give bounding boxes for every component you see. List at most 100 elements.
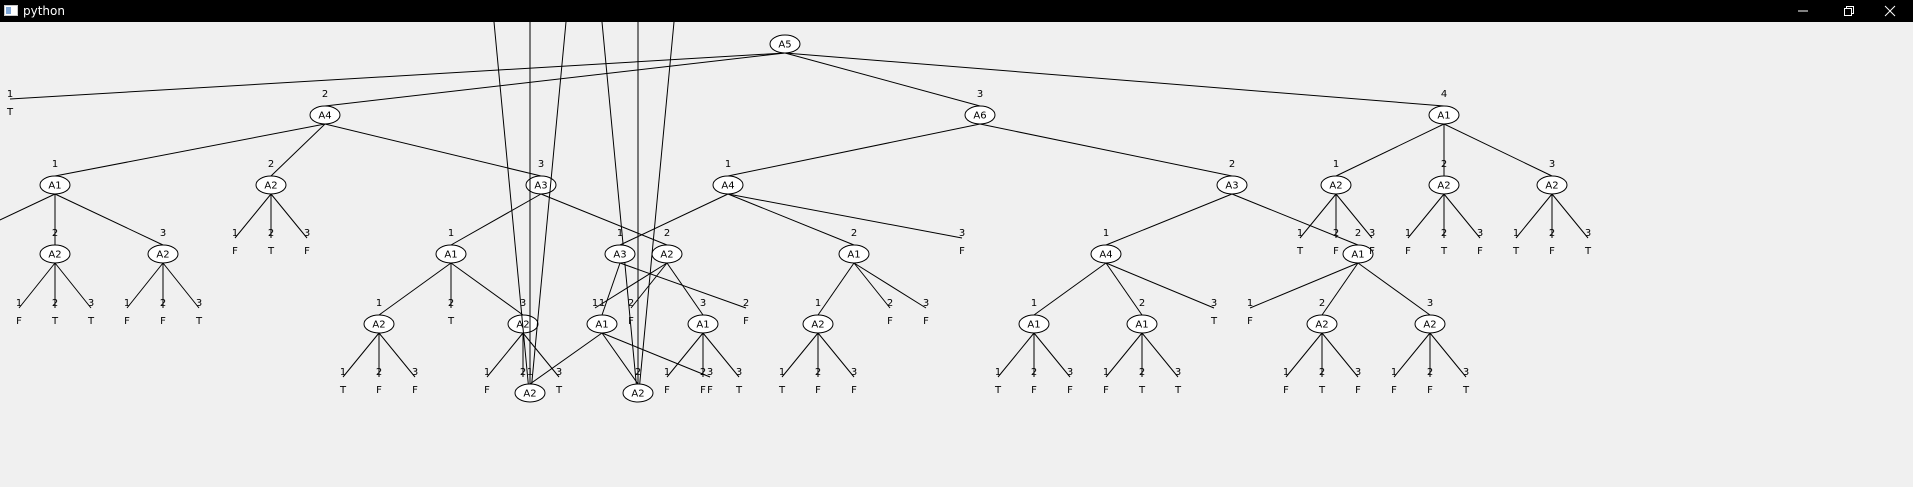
tree-edge xyxy=(54,262,92,309)
tree-node xyxy=(1216,175,1248,195)
node-label: A3 xyxy=(1225,181,1238,192)
tree-node xyxy=(1428,175,1460,195)
edge-label: 2 xyxy=(664,228,670,239)
leaf-value: F xyxy=(700,385,706,396)
leaf-value: F xyxy=(959,246,965,257)
tree-edge xyxy=(1393,332,1431,378)
edge-label: 2 xyxy=(52,298,58,309)
edge-label: 1 xyxy=(725,159,731,170)
edge-label: 1 xyxy=(1391,367,1397,378)
edge-label: 1 xyxy=(599,298,605,309)
tree-edge xyxy=(1357,262,1431,316)
leaf-value: F xyxy=(484,385,490,396)
edge-label: 3 xyxy=(1585,228,1591,239)
edge-label: 2 xyxy=(1355,228,1361,239)
edge-label: 2 xyxy=(1139,298,1145,309)
node-label: A2 xyxy=(1437,181,1450,192)
tree-edge xyxy=(1321,262,1359,316)
leaf-value: F xyxy=(1549,246,1555,257)
edge-label: 2 xyxy=(160,298,166,309)
leaf-value: F xyxy=(707,385,713,396)
tree-node xyxy=(712,175,744,195)
edge-label: 3 xyxy=(304,228,310,239)
edge-label: 3 xyxy=(736,367,742,378)
edge-label: 2 xyxy=(1319,367,1325,378)
leaf-value: F xyxy=(1103,385,1109,396)
leaf-value: F xyxy=(304,246,310,257)
tree-node xyxy=(1306,314,1338,334)
edge-label: 1 xyxy=(340,367,346,378)
node-label: A1 xyxy=(595,320,608,331)
edge-label: 3 xyxy=(959,228,965,239)
leaf-value: F xyxy=(815,385,821,396)
tree-node xyxy=(1414,314,1446,334)
node-label: A2 xyxy=(1423,320,1436,331)
edge-label: 3 xyxy=(1463,367,1469,378)
edge-label: 3 xyxy=(1427,298,1433,309)
tree-edge xyxy=(784,52,1445,107)
close-button[interactable] xyxy=(1867,0,1913,22)
node-label: A2 xyxy=(156,250,169,261)
tree-edge xyxy=(1443,193,1481,239)
node-label: A2 xyxy=(48,250,61,261)
edge-label: 3 xyxy=(412,367,418,378)
node-label: A1 xyxy=(847,250,860,261)
leaf-value: F xyxy=(563,22,569,25)
tree-node xyxy=(255,175,287,195)
leaf-value: F xyxy=(1031,385,1037,396)
tree-edge xyxy=(324,123,542,177)
node-label: A2 xyxy=(1315,320,1328,331)
edge-label: 2 xyxy=(1549,228,1555,239)
edge-label: 1 xyxy=(52,159,58,170)
node-label: A2 xyxy=(1329,181,1342,192)
node-label: A2 xyxy=(372,320,385,331)
node-label: A2 xyxy=(631,389,644,400)
leaf-value: F xyxy=(851,385,857,396)
leaf-value: T xyxy=(51,316,59,327)
leaf-value: F xyxy=(1333,246,1339,257)
edge-label: 1 xyxy=(124,298,130,309)
tree-edge xyxy=(817,332,855,378)
edge-label: 1 xyxy=(232,228,238,239)
edge-label: 3 xyxy=(538,159,544,170)
leaf-value: F xyxy=(887,316,893,327)
edge-label: 3 xyxy=(1211,298,1217,309)
leaf-value: T xyxy=(1584,246,1592,257)
restore-button[interactable] xyxy=(1826,0,1872,22)
decision-tree: 1T2111T2F3FA221F2T3TA231F2F3TA2A121F2T3F… xyxy=(0,14,1592,403)
minimize-button[interactable] xyxy=(1780,0,1826,22)
tree-edge xyxy=(529,21,567,403)
node-label: A1 xyxy=(696,320,709,331)
tree-node xyxy=(525,175,557,195)
edge-label: 2 xyxy=(815,367,821,378)
tree-edge xyxy=(666,262,704,316)
edge-label: 1 xyxy=(995,367,1001,378)
tree-edge xyxy=(540,193,668,246)
edge-label: 1 xyxy=(617,228,623,239)
edge-label: 2 xyxy=(743,298,749,309)
edge-label: 3 xyxy=(160,228,166,239)
tree-node xyxy=(435,244,467,264)
node-label: A1 xyxy=(1351,250,1364,261)
title-bar[interactable]: python xyxy=(0,0,1913,22)
tree-edge xyxy=(727,193,855,246)
edge-label: 1 xyxy=(7,89,13,100)
tree-edge xyxy=(54,123,326,177)
node-label: A3 xyxy=(613,250,626,261)
leaf-value: T xyxy=(1462,385,1470,396)
leaf-value: T xyxy=(1174,385,1182,396)
tree-node xyxy=(1018,314,1050,334)
tree-edge xyxy=(601,21,639,403)
tree-node xyxy=(1090,244,1122,264)
edge-label: 1 xyxy=(1513,228,1519,239)
tree-edge xyxy=(1033,262,1107,316)
edge-label: 2 xyxy=(268,228,274,239)
leaf-value: F xyxy=(1067,385,1073,396)
tree-node xyxy=(1320,175,1352,195)
edge-label: 1 xyxy=(1247,298,1253,309)
edge-label: 2 xyxy=(700,367,706,378)
leaf-value: T xyxy=(490,22,498,25)
node-label: A4 xyxy=(1099,250,1112,261)
node-label: A1 xyxy=(1437,111,1450,122)
edge-label: 3 xyxy=(851,367,857,378)
